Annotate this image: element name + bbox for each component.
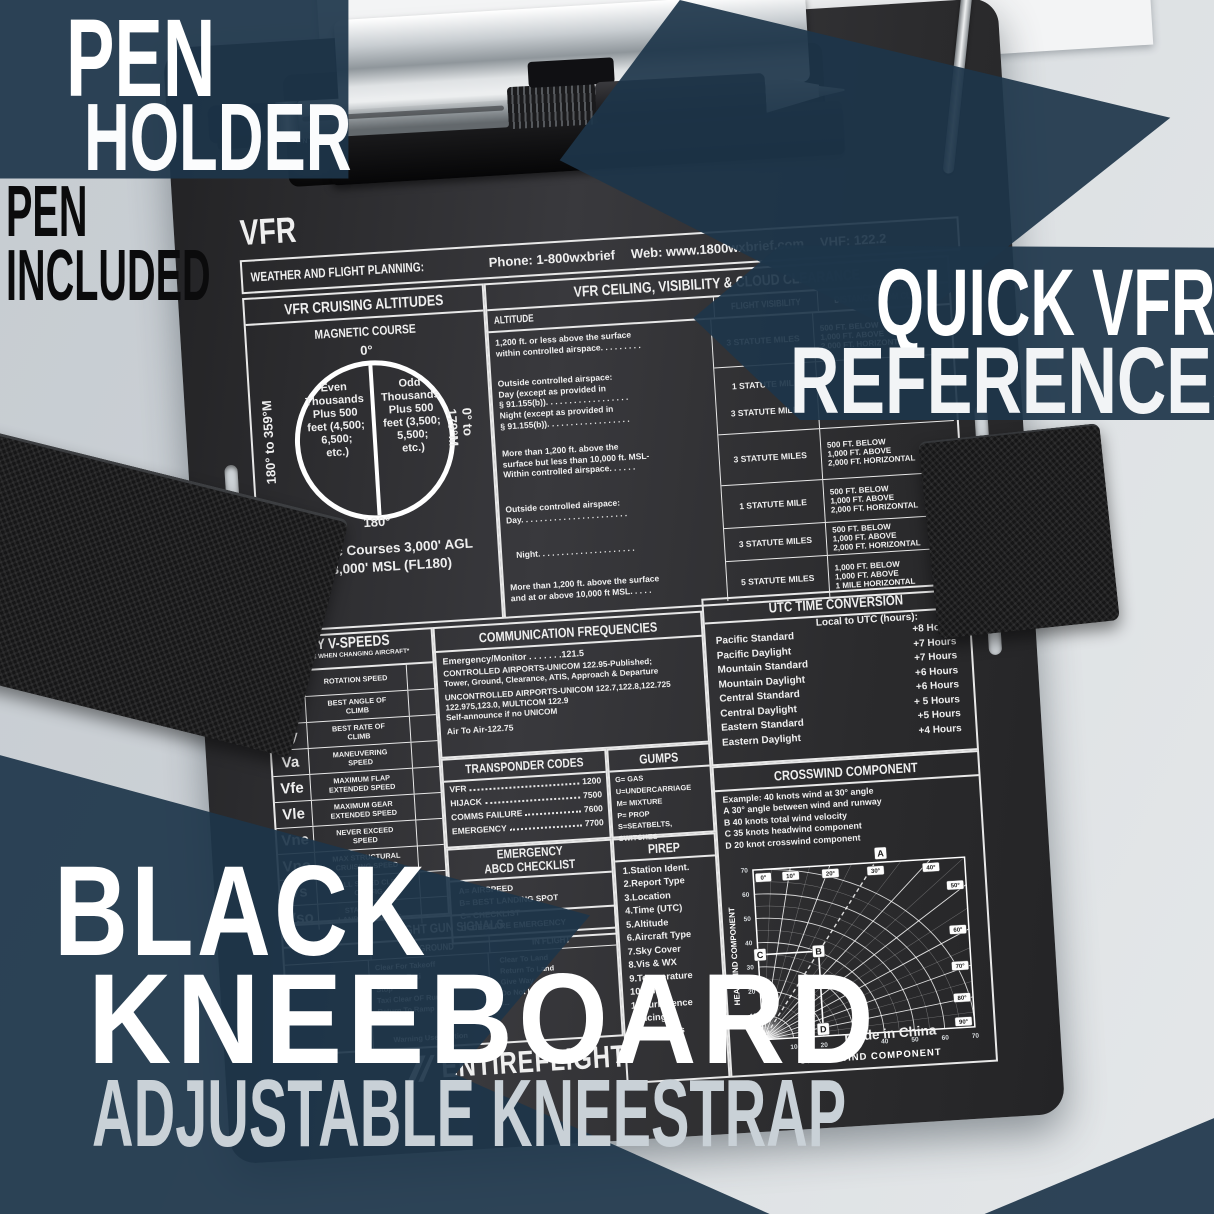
svg-text:20: 20: [748, 989, 756, 996]
svg-text:50: 50: [743, 916, 751, 923]
svg-text:40: 40: [881, 1038, 889, 1045]
course-east-label: 0° to 179°M: [444, 407, 476, 447]
kneeboard: ENTIREFLIGHT™ VFR WEATHER AND FLIGHT PLA…: [162, 0, 1066, 1165]
svg-text:40: 40: [745, 940, 753, 947]
adjustable-kneestrap-text: ADJUSTABLE KNEESTRAP: [92, 1060, 847, 1167]
kneestrap-right[interactable]: [918, 423, 1120, 639]
svg-text:30: 30: [746, 964, 754, 971]
svg-text:0: 0: [762, 1046, 766, 1053]
svg-text:80°: 80°: [957, 995, 967, 1002]
quick-vfr-text-2: REFERENCES: [790, 328, 1214, 434]
visibility-value: 3 STATUTE MILES: [718, 429, 824, 486]
planning-phone: Phone: 1-800wxbrief: [488, 246, 616, 270]
transponder-title: TRANSPONDER CODES: [464, 755, 584, 777]
course-west-label: 180° to 359°M: [258, 399, 279, 485]
pirep-title: PIREP: [647, 838, 681, 856]
comm-frequencies-section: COMMUNICATION FREQUENCIES Emergency/Moni…: [432, 610, 711, 759]
altitude-notes: 1,200 ft. or less above the surface with…: [488, 319, 729, 615]
altitude-note: Night. . . . . . . . . . . . . . . . . .…: [515, 542, 635, 560]
altitude-note: Outside controlled airspace: Day (except…: [497, 371, 630, 432]
black-kneeboard-text-2: KNEEBOARD: [88, 948, 880, 1091]
black-kneeboard-text-1: BLACK: [54, 840, 429, 983]
svg-text:20: 20: [820, 1042, 828, 1049]
cruising-title: VFR CRUISING ALTITUDES: [283, 291, 444, 319]
svg-text:10: 10: [790, 1044, 798, 1051]
pen-included-text-2: INCLUDED: [6, 236, 211, 316]
svg-text:70: 70: [972, 1033, 980, 1040]
quick-vfr-text-1: QUICK VFR: [876, 250, 1214, 356]
card-title: VFR: [238, 208, 298, 254]
svg-text:40°: 40°: [926, 865, 936, 872]
svg-text:B: B: [815, 946, 823, 956]
pen-holder-text-2: HOLDER: [84, 84, 352, 191]
magnetic-course-circle: Even Thousands Plus 500 feet (4,500; 6,5…: [290, 355, 460, 526]
svg-text:60: 60: [941, 1034, 949, 1041]
svg-text:A: A: [877, 848, 885, 858]
svg-text:50: 50: [911, 1036, 919, 1043]
visibility-value: 1 STATUTE MILE: [721, 480, 826, 529]
odd-thousands-note: Odd Thousands Plus 500 feet (3,500; 5,50…: [380, 376, 441, 455]
pen-included-text-1: PEN: [6, 172, 88, 252]
altitude-note: 1,200 ft. or less above the surface with…: [494, 329, 641, 359]
altitude-note: More than 1,200 ft. above the surface an…: [509, 573, 660, 603]
crosswind-title: CROSSWIND COMPONENT: [773, 759, 919, 784]
svg-text:60: 60: [742, 892, 750, 899]
pen-ribbed-collar: [506, 82, 598, 130]
gumps-title: GUMPS: [638, 748, 679, 767]
visibility-value: 3 STATUTE MILES: [724, 522, 828, 562]
svg-text:60°: 60°: [953, 927, 963, 934]
svg-text:10: 10: [749, 1013, 757, 1020]
svg-text:90°: 90°: [959, 1019, 969, 1026]
vfr-reference-card: VFR WEATHER AND FLIGHT PLANNING: Phone: …: [237, 173, 999, 1100]
utc-title: UTC TIME CONVERSION: [768, 591, 904, 616]
even-thousands-note: Even Thousands Plus 500 feet (4,500; 6,5…: [304, 380, 366, 460]
svg-text:50°: 50°: [951, 883, 961, 890]
crosswind-section: CROSSWIND COMPONENT Example: 40 knots wi…: [711, 750, 999, 1078]
altitude-note: Outside controlled airspace: Day. . . . …: [505, 497, 628, 526]
svg-text:20°: 20°: [826, 871, 836, 878]
svg-text:70: 70: [741, 867, 749, 874]
svg-text:10°: 10°: [786, 874, 796, 881]
altitude-note: More than 1,200 ft. above the surface bu…: [501, 441, 650, 480]
svg-text:D: D: [820, 1024, 828, 1034]
svg-text:30: 30: [851, 1040, 859, 1047]
pen-holder-text-1: PEN: [66, 0, 216, 120]
svg-text:30°: 30°: [871, 868, 881, 875]
svg-text:0°: 0°: [760, 875, 767, 881]
svg-text:70°: 70°: [955, 964, 965, 971]
planning-label: WEATHER AND FLIGHT PLANNING:: [250, 258, 425, 285]
svg-text:C: C: [757, 950, 765, 960]
